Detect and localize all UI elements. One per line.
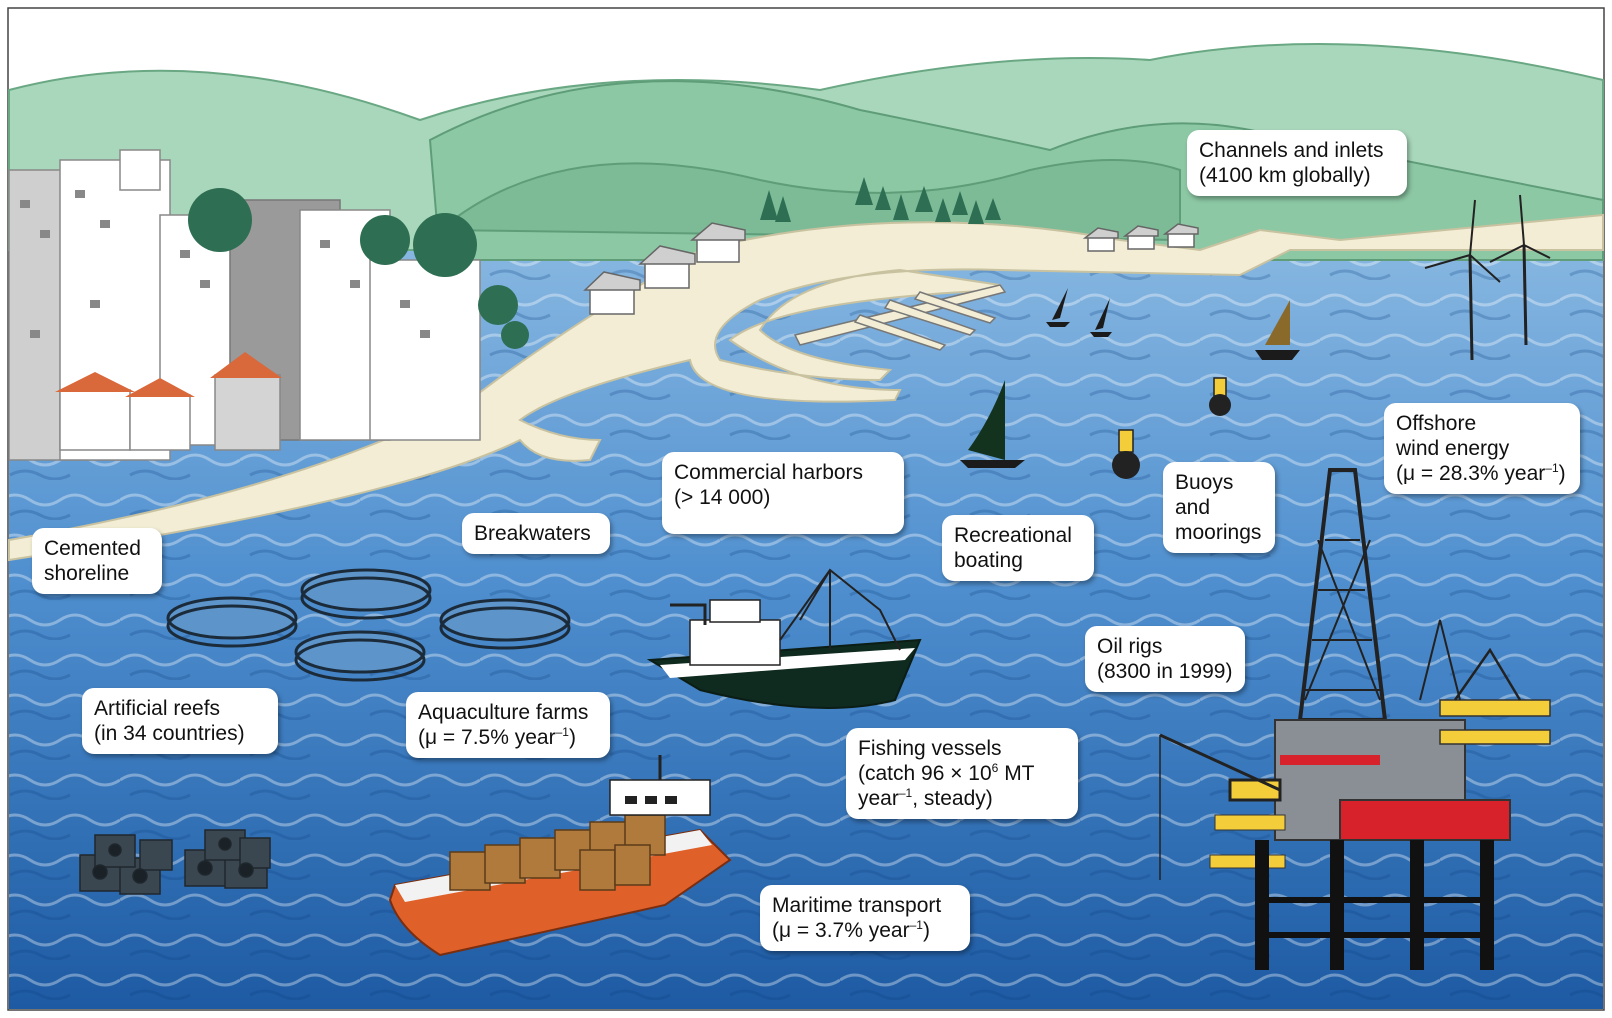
label-line: boating [954, 549, 1023, 572]
label-line: year–1, steady) [858, 786, 1066, 811]
buoys [1112, 377, 1231, 479]
label-line: (μ = 3.7% year–1) [772, 918, 958, 943]
label-line: Cemented [44, 537, 141, 560]
sailboats [960, 288, 1300, 468]
label-text: ) [1558, 462, 1566, 485]
superscript: –1 [898, 786, 913, 800]
label-line: Aquaculture farms [418, 701, 589, 724]
label-line: wind energy [1396, 437, 1510, 460]
label-text: (catch 96 × 10 [858, 762, 992, 785]
label-text: (μ = 28.3% year [1396, 462, 1546, 485]
superscript: –1 [1545, 461, 1559, 475]
callout-recreational-boating: Recreational boating [942, 515, 1094, 581]
label-line: (4100 km globally) [1199, 164, 1371, 187]
label-line: Channels and inlets [1199, 139, 1384, 162]
city-trees [188, 188, 529, 349]
callout-buoys-moorings: Buoys and moorings [1163, 462, 1275, 553]
label-line: Artificial reefs [94, 697, 221, 720]
callout-breakwaters: Breakwaters [462, 513, 610, 554]
artificial-reefs [79, 829, 271, 895]
label-line: (in 34 countries) [94, 722, 245, 745]
callout-channels-inlets: Channels and inlets (4100 km globally) [1187, 130, 1407, 196]
superscript: –1 [909, 918, 923, 932]
pine-trees [760, 177, 1001, 224]
label-line: (> 14 000) [674, 486, 771, 509]
container-ship [388, 755, 732, 957]
callout-oil-rigs: Oil rigs (8300 in 1999) [1085, 626, 1245, 692]
label-line: (8300 in 1999) [1097, 660, 1233, 683]
callout-offshore-wind: Offshore wind energy (μ = 28.3% year–1) [1384, 403, 1580, 494]
coastal-houses [583, 222, 1199, 315]
callout-commercial-harbors: Commercial harbors (> 14 000) [662, 452, 904, 534]
callout-fishing-vessels: Fishing vessels (catch 96 × 106 MT year–… [846, 728, 1078, 819]
label-line: (μ = 7.5% year–1) [418, 725, 598, 750]
callout-artificial-reefs: Artificial reefs (in 34 countries) [82, 688, 278, 754]
callout-aquaculture: Aquaculture farms (μ = 7.5% year–1) [406, 692, 610, 758]
label-text: MT [998, 762, 1035, 785]
aquaculture-pens [166, 568, 571, 682]
label-line: Buoys [1175, 471, 1234, 494]
label-text: (μ = 7.5% year [418, 726, 556, 749]
label-text: ) [922, 919, 930, 942]
label-line: (catch 96 × 106 MT [858, 761, 1066, 786]
label-line: Recreational [954, 524, 1072, 547]
label-line: Maritime transport [772, 894, 942, 917]
oil-rig [1159, 468, 1551, 970]
label-line: shoreline [44, 562, 130, 585]
label-line: Commercial harbors [674, 461, 864, 484]
callout-cemented-shoreline: Cemented shoreline [32, 528, 162, 594]
label-line: Fishing vessels [858, 737, 1002, 760]
superscript: 6 [991, 761, 999, 775]
callout-maritime-transport: Maritime transport (μ = 3.7% year–1) [760, 885, 970, 951]
label-text: year [858, 787, 899, 810]
label-text: , steady) [912, 787, 993, 810]
label-line: Breakwaters [474, 522, 591, 545]
label-text: ) [568, 726, 576, 749]
label-line: (μ = 28.3% year–1) [1396, 461, 1568, 486]
label-line: Offshore [1396, 412, 1477, 435]
label-line: moorings [1175, 521, 1262, 544]
marina-docks [793, 284, 1007, 351]
label-text: (μ = 3.7% year [772, 919, 910, 942]
superscript: –1 [555, 725, 569, 739]
label-line: Oil rigs [1097, 635, 1163, 658]
label-line: and [1175, 496, 1211, 519]
wind-turbines [1424, 194, 1551, 361]
fishing-vessel [646, 568, 922, 709]
